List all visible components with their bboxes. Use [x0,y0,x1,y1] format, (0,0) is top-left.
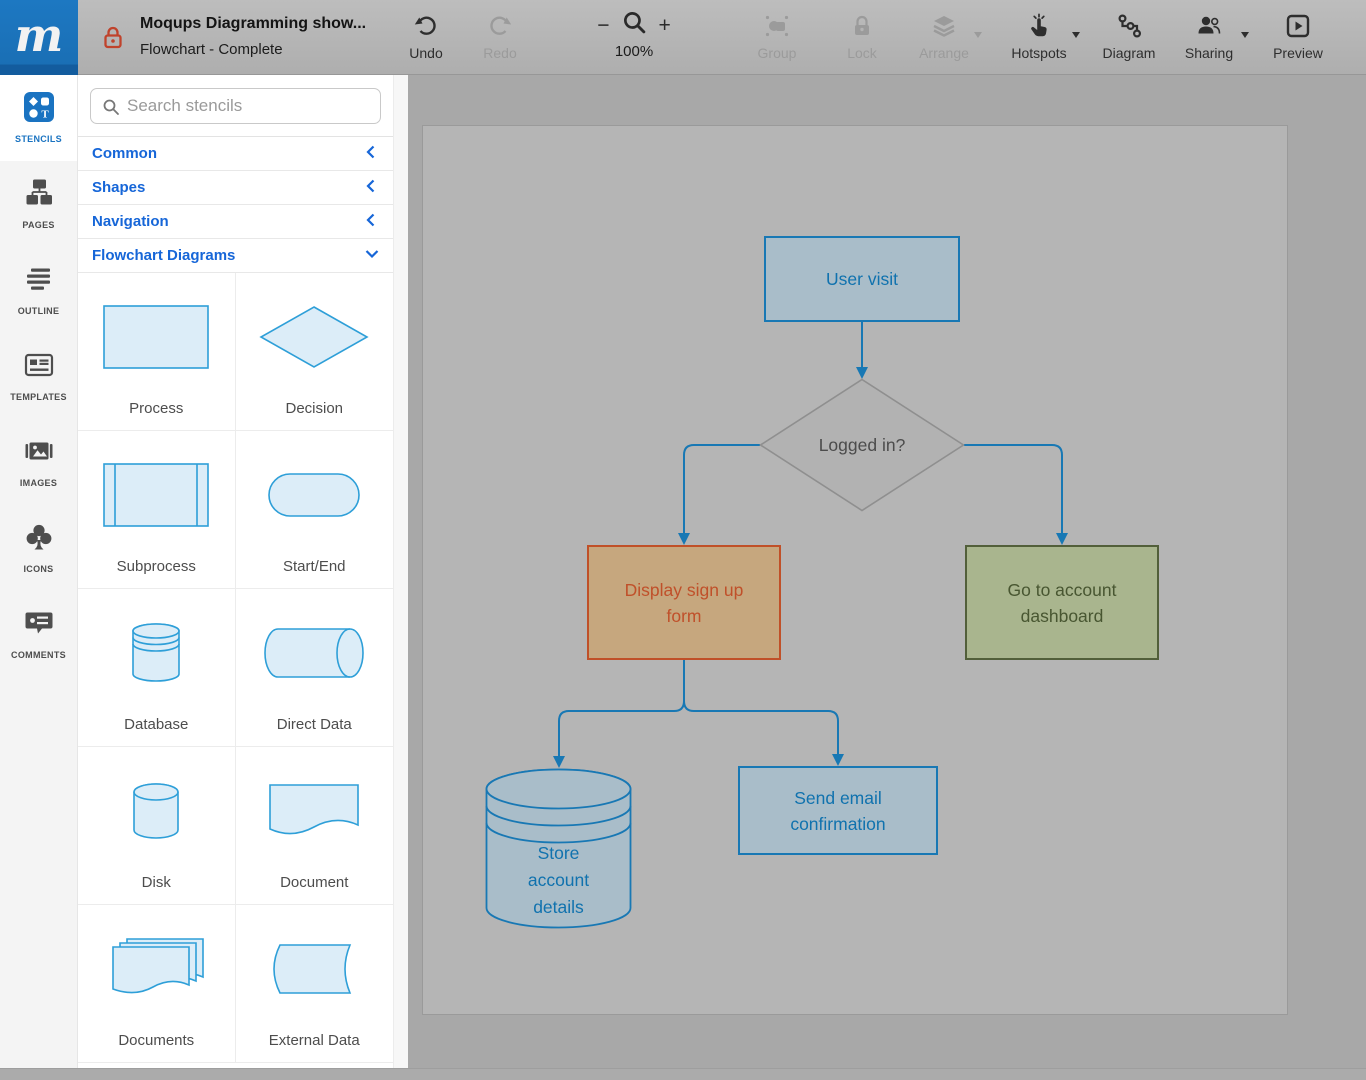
subprocess-shape-icon [78,431,235,558]
templates-icon [24,350,54,385]
node-user-visit[interactable]: User visit [764,236,960,322]
stencil-database[interactable]: Database [78,589,236,747]
decision-shape-icon [236,273,394,400]
sharing-caret-icon[interactable] [1241,32,1249,38]
document-lock-icon [102,24,124,55]
chevron-left-icon [364,144,379,164]
sidebar-item-images[interactable]: IMAGES [0,419,77,505]
category-shapes[interactable]: Shapes [78,171,393,205]
external-data-shape-icon [236,905,394,1032]
stencil-external-data[interactable]: External Data [235,905,394,1063]
hotspots-button[interactable]: Hotspots [993,11,1085,61]
chevron-left-icon [364,178,379,198]
group-icon [731,11,823,41]
canvas-area[interactable]: User visit Logged in? Display sign up fo… [408,75,1366,1068]
node-go-to-account-dashboard[interactable]: Go to account dashboard [965,545,1159,660]
document-shape-icon [236,747,394,874]
zoom-in-button[interactable]: + [658,13,671,37]
database-shape-icon [78,589,235,716]
direct-data-shape-icon [236,589,394,716]
arrange-caret-icon[interactable] [974,32,982,38]
left-sidebar: T STENCILS PAGES OUTLINE [0,75,78,1068]
images-icon [24,436,54,471]
moqups-logo[interactable]: m [0,0,78,75]
category-flowchart-diagrams[interactable]: Flowchart Diagrams [78,239,393,273]
stencil-disk[interactable]: Disk [78,747,236,905]
magnifier-icon[interactable] [621,9,648,41]
stencil-documents[interactable]: Documents [78,905,236,1063]
stencils-icon: T [23,92,54,127]
stencils-panel: Common Shapes Navigation Flowchart Diagr… [78,75,408,1068]
undo-button[interactable]: Undo [380,11,472,61]
moqups-logo-letter: m [14,7,64,62]
diagram-nodes-icon [1083,11,1175,41]
play-icon [1252,11,1344,41]
search-icon [102,98,120,121]
zoom-out-button[interactable]: − [597,13,610,37]
sidebar-item-outline[interactable]: OUTLINE [0,247,77,333]
stencil-direct-data[interactable]: Direct Data [235,589,394,747]
project-title: Moqups Diagramming show... [140,15,367,32]
panel-scrollbar[interactable] [393,75,408,1068]
search-area [78,75,393,137]
node-send-email-confirmation[interactable]: Send email confirmation [738,766,938,855]
undo-icon [380,11,472,41]
hotspots-caret-icon[interactable] [1072,32,1080,38]
stencil-process[interactable]: Process [78,273,236,431]
documents-shape-icon [78,905,235,1032]
redo-button[interactable]: Redo [454,11,546,61]
svg-text:T: T [41,109,49,121]
stencil-grid: Process Decision Subprocess Start/End [78,273,393,1068]
search-input[interactable] [90,88,381,124]
zoom-level[interactable]: 100% [614,43,654,60]
sidebar-item-stencils[interactable]: T STENCILS [0,75,77,161]
pages-icon [24,178,54,213]
category-common[interactable]: Common [78,137,393,171]
stencil-document[interactable]: Document [235,747,394,905]
lock-icon [816,11,908,41]
stencil-start-end[interactable]: Start/End [235,431,394,589]
document-title-block[interactable]: Moqups Diagramming show... Flowchart - C… [140,11,366,62]
comment-bubble-icon [24,608,54,643]
sidebar-item-icons[interactable]: ICONS [0,505,77,591]
club-icon [24,522,54,557]
zoom-widget: − + 100% [564,9,704,60]
redo-icon [454,11,546,41]
stencil-subprocess[interactable]: Subprocess [78,431,236,589]
outline-icon [24,264,54,299]
sharing-button[interactable]: Sharing [1163,11,1255,61]
window-bottom-strip [0,1068,1366,1080]
chevron-left-icon [364,212,379,232]
diagram-button[interactable]: Diagram [1083,11,1175,61]
top-toolbar: m Moqups Diagramming show... Flowchart -… [0,0,1366,75]
start-end-shape-icon [236,431,394,558]
sidebar-item-comments[interactable]: COMMENTS [0,591,77,677]
preview-button[interactable]: Preview [1252,11,1344,61]
page-subtitle: Flowchart - Complete [140,41,283,58]
sidebar-item-pages[interactable]: PAGES [0,161,77,247]
sidebar-item-templates[interactable]: TEMPLATES [0,333,77,419]
lock-button[interactable]: Lock [816,11,908,61]
arrange-button[interactable]: Arrange [898,11,990,61]
people-icon [1163,11,1255,41]
chevron-down-icon [364,246,379,266]
hotspot-hand-icon [993,11,1085,41]
group-button[interactable]: Group [731,11,823,61]
category-navigation[interactable]: Navigation [78,205,393,239]
disk-shape-icon [78,747,235,874]
node-logged-in[interactable]: Logged in? [759,378,965,512]
process-shape-icon [78,273,235,400]
layers-icon [898,11,990,41]
node-store-account-details[interactable]: Store account details [485,768,632,930]
node-display-signup-form[interactable]: Display sign up form [587,545,781,660]
stencil-decision[interactable]: Decision [235,273,394,431]
